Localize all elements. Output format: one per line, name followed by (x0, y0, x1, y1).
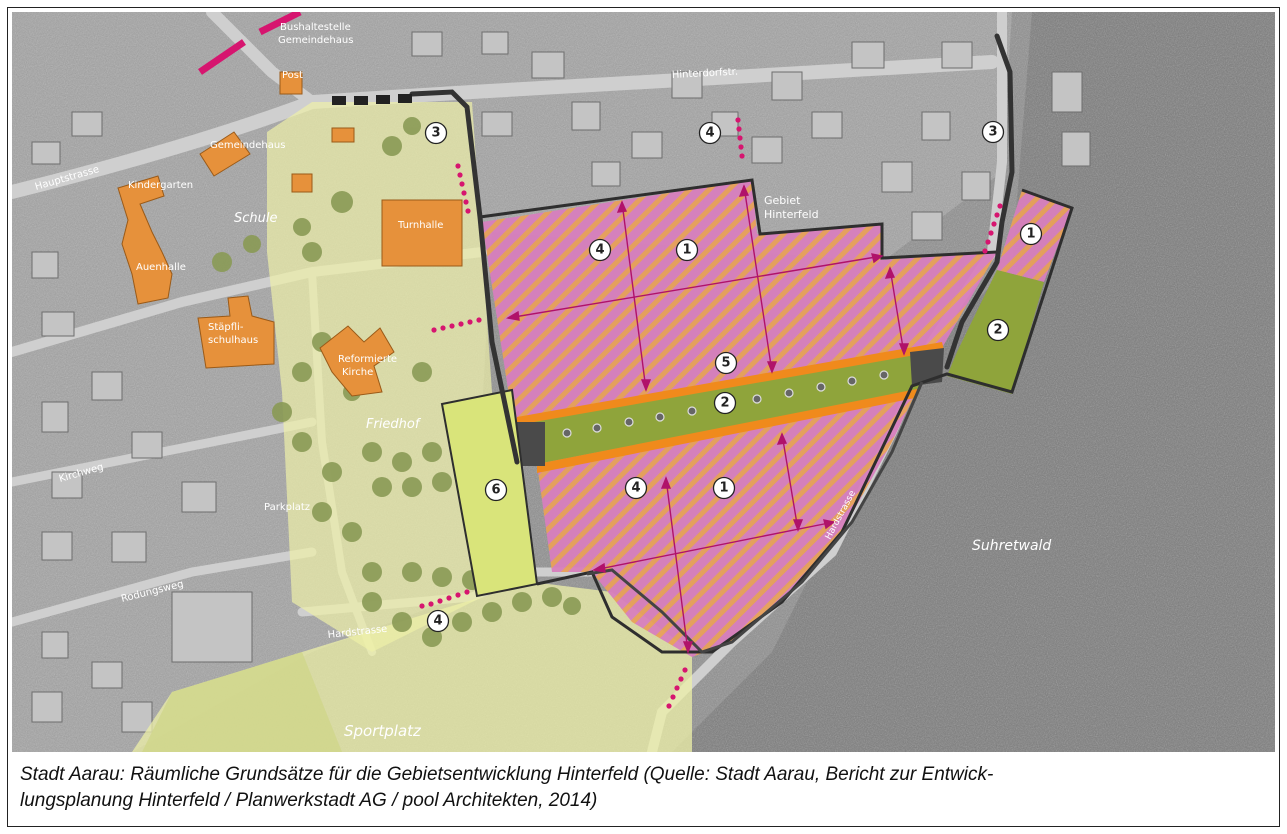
label-auenhalle: Auenhalle (136, 262, 186, 273)
dimension-arrows (506, 184, 910, 654)
svg-text:1: 1 (719, 481, 728, 496)
svg-text:4: 4 (631, 481, 640, 496)
marker-1-right[interactable]: 1 (1019, 222, 1043, 246)
marker-3-left[interactable]: 3 (424, 121, 448, 145)
caption-line-1: Stadt Aarau: Räumliche Grundsätze für di… (20, 764, 994, 785)
label-staepfli-1: Stäpfli- (208, 322, 244, 333)
gemeindehaus-building (199, 131, 251, 177)
figure-caption: Stadt Aarau: Räumliche Grundsätze für di… (20, 762, 1270, 814)
civic-buildings (117, 71, 463, 397)
bus-stop-marks (198, 12, 302, 75)
svg-text:1: 1 (682, 243, 691, 258)
marker-1-north[interactable]: 1 (675, 238, 699, 262)
caption-line-2: lungsplanung Hinterfeld / Planwerkstadt … (20, 790, 598, 811)
kindergarten-building (117, 175, 173, 305)
svg-text:4: 4 (705, 126, 714, 141)
svg-text:1: 1 (1026, 227, 1035, 242)
trees (212, 117, 581, 647)
orange-band-bottom (537, 389, 917, 473)
svg-text:2: 2 (720, 396, 729, 411)
turnhalle-building (381, 199, 463, 267)
marker-4-top[interactable]: 4 (698, 121, 722, 145)
marker-4-south[interactable]: 4 (624, 476, 648, 500)
road-edge-east (944, 33, 1015, 370)
marker-1-south[interactable]: 1 (712, 476, 736, 500)
marker-2-right[interactable]: 2 (986, 318, 1010, 342)
label-gebiet-2: Hinterfeld (764, 208, 819, 221)
label-gebiet-1: Gebiet (764, 194, 801, 207)
site-boundary (479, 178, 1074, 654)
kirche-building (319, 325, 395, 397)
svg-text:4: 4 (433, 614, 442, 629)
development-area-north (482, 180, 997, 447)
label-bus-stop-2: Gemeindehaus (278, 35, 353, 46)
development-area-south (537, 390, 917, 657)
label-suhretwald: Suhretwald (972, 538, 1051, 554)
marker-3-right[interactable]: 3 (981, 120, 1005, 144)
surrounding-buildings (31, 31, 1091, 733)
staepfli-building (197, 295, 275, 369)
marker-2-center[interactable]: 2 (713, 391, 737, 415)
numbered-markers: 3 4 3 1 4 1 2 5 2 6 4 1 4 (424, 120, 1043, 633)
svg-text:3: 3 (988, 125, 997, 140)
svg-text:3: 3 (431, 126, 440, 141)
orange-band-top (517, 342, 944, 425)
marker-5[interactable]: 5 (714, 351, 738, 375)
label-friedhof: Friedhof (366, 417, 422, 432)
strip-trees (562, 370, 889, 438)
dashed-boundary (332, 94, 412, 105)
svg-text:2: 2 (993, 323, 1002, 338)
label-gemeindehaus: Gemeindehaus (210, 140, 285, 151)
label-sportplatz: Sportplatz (344, 722, 422, 740)
label-bus-stop-1: Bushaltestelle (280, 22, 351, 33)
label-reformierte-1: Reformierte (338, 354, 397, 365)
svg-text:6: 6 (491, 483, 500, 498)
label-schule: Schule (234, 211, 278, 226)
road-edge-west (409, 89, 520, 465)
map-labels: Bushaltestelle Gemeindehaus Post Hinterd… (34, 22, 1052, 740)
label-post: Post (282, 70, 303, 81)
label-hinterdorfstr: Hinterdorfstr. (672, 67, 739, 81)
label-reformierte-2: Kirche (342, 367, 373, 378)
label-staepfli-2: schulhaus (208, 335, 258, 346)
marker-6[interactable]: 6 (484, 478, 508, 502)
svg-text:4: 4 (595, 243, 604, 258)
svg-text:5: 5 (721, 356, 730, 371)
hardstrasse-road (586, 381, 924, 654)
label-parkplatz: Parkplatz (264, 502, 310, 513)
post-building (279, 71, 303, 95)
connection-dots (419, 117, 1003, 709)
marker-4-north[interactable]: 4 (588, 238, 612, 262)
marker-4-bottom[interactable]: 4 (426, 609, 450, 633)
site-plan-map[interactable]: Bushaltestelle Gemeindehaus Post Hinterd… (12, 12, 1275, 752)
label-turnhalle: Turnhalle (397, 220, 443, 231)
sportplatz-lawn (142, 652, 342, 752)
label-kindergarten: Kindergarten (128, 180, 193, 191)
